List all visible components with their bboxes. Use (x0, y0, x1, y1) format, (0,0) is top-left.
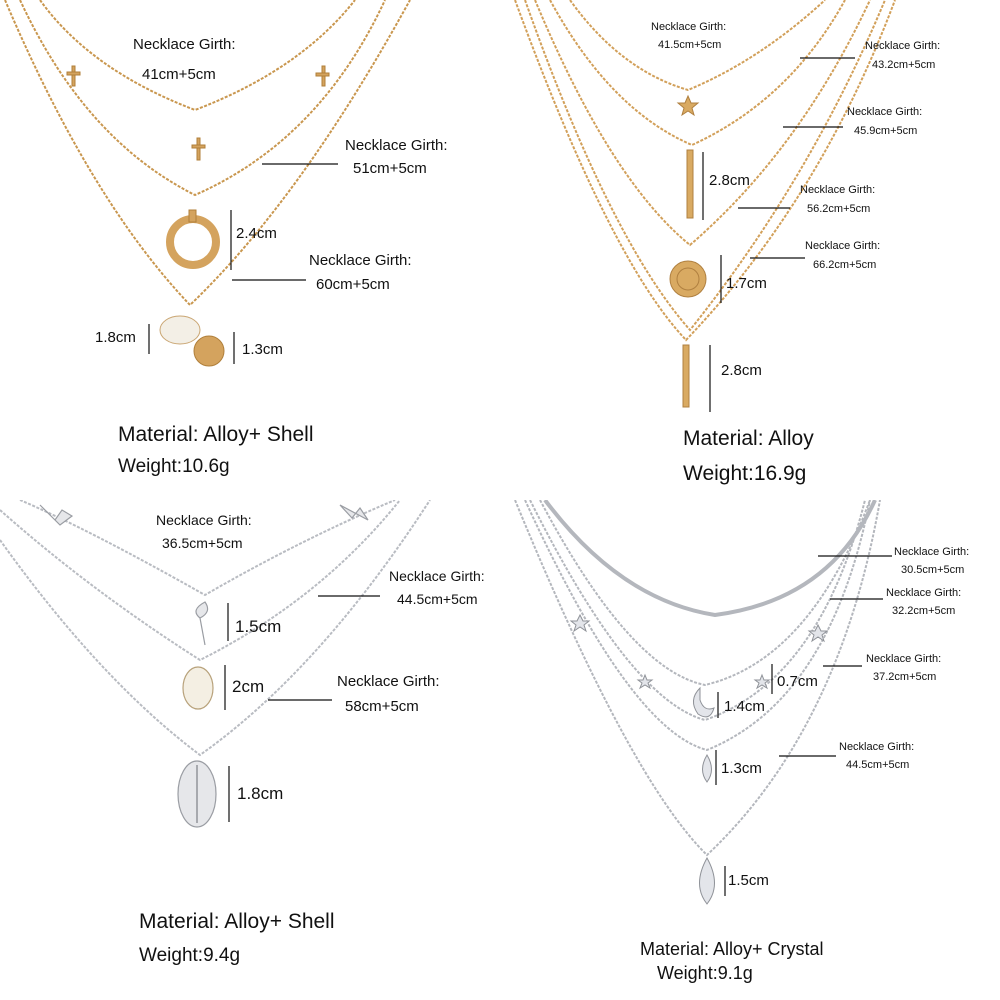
girth-value-layer-1: 30.5cm+5cm (901, 564, 965, 576)
girth-label-layer-2: Necklace Girth: (345, 137, 448, 154)
coin-medallion (669, 260, 707, 298)
panel-gold-five-layer: Necklace Girth: 41.5cm+5cm Necklace Girt… (500, 0, 1000, 500)
girth-value-layer-3: 45.9cm+5cm (854, 125, 918, 137)
star-charm (676, 94, 700, 117)
girth-label-layer-2: Necklace Girth: (865, 40, 941, 52)
weight-text: Weight:10.6g (118, 456, 230, 477)
girth-label-layer-3: Necklace Girth: (847, 106, 923, 118)
palm-charm-corner-left (39, 504, 74, 526)
panel-gold-three-layer: Necklace Girth: 41cm+5cm Necklace Girth:… (0, 0, 500, 500)
necklace-photo-silver-three-layer (0, 500, 431, 828)
bar-pendant-lower (682, 344, 690, 408)
panel-silver-crystal-four-layer: Necklace Girth: 30.5cm+5cm Necklace Girt… (500, 500, 1000, 1000)
girth-value-layer-3: 60cm+5cm (316, 276, 390, 293)
girth-label-layer-3: Necklace Girth: (337, 673, 440, 690)
chain-layer-3 (4, 0, 411, 307)
girth-label-layer-1: Necklace Girth: (651, 21, 727, 33)
bar-lower-size: 2.8cm (721, 362, 762, 379)
material-text: Material: Alloy+ Shell (139, 910, 335, 933)
weight-text: Weight:9.4g (139, 945, 241, 966)
sparkle-charm-left (636, 673, 654, 690)
crystal-teardrop-small (702, 754, 712, 783)
bar-upper-size: 2.8cm (709, 172, 750, 189)
girth-label-layer-3: Necklace Girth: (309, 252, 412, 269)
chain-layer-3 (529, 500, 866, 722)
choker-bar (543, 500, 877, 618)
sparkle-charm-size: 0.7cm (777, 673, 818, 690)
girth-value-layer-3: 58cm+5cm (345, 698, 419, 715)
ring-pendant (166, 215, 220, 269)
chain-layer-2 (549, 0, 846, 147)
chain-layer-3 (534, 0, 871, 247)
sparkle-charm-right (753, 673, 771, 690)
chain-layer-2 (0, 500, 401, 662)
moon-charm-size: 1.4cm (724, 698, 765, 715)
panel-silver-three-layer: Necklace Girth: 36.5cm+5cm Necklace Girt… (0, 500, 500, 1000)
chain-layer-5 (514, 500, 881, 857)
girth-label-layer-3: Necklace Girth: (866, 653, 942, 665)
girth-value-layer-4: 56.2cm+5cm (807, 203, 871, 215)
girth-label-layer-1: Necklace Girth: (156, 512, 252, 528)
girth-value-layer-2: 32.2cm+5cm (892, 605, 956, 617)
palm-charm-corner-right (339, 504, 369, 521)
chain-layer-2 (539, 500, 871, 687)
girth-value-layer-2: 43.2cm+5cm (872, 59, 936, 71)
girth-label-layer-4: Necklace Girth: (800, 184, 876, 196)
crescent-moon-charm (693, 686, 715, 718)
medallion-size: 1.7cm (726, 275, 767, 292)
disc-size: 1.3cm (242, 341, 283, 358)
material-text: Material: Alloy (683, 427, 814, 450)
chain-layer-1 (569, 0, 826, 92)
girth-value-layer-1: 36.5cm+5cm (162, 535, 243, 551)
girth-label-layer-2: Necklace Girth: (886, 587, 962, 599)
chain-layer-1 (39, 0, 356, 112)
girth-value-layer-2: 44.5cm+5cm (397, 591, 478, 607)
girth-label-layer-2: Necklace Girth: (389, 568, 485, 584)
material-text: Material: Alloy+ Crystal (640, 939, 824, 959)
shell-size: 1.8cm (95, 329, 136, 346)
girth-value-layer-4: 44.5cm+5cm (846, 759, 910, 771)
crystal-teardrop-large (699, 856, 715, 905)
weight-text: Weight:16.9g (683, 462, 807, 485)
cross-charm-center (196, 137, 201, 161)
bar-pendant-upper (686, 149, 694, 219)
ring-bail (188, 209, 197, 223)
girth-value-layer-2: 51cm+5cm (353, 160, 427, 177)
star-charm-right (807, 623, 829, 643)
girth-value-layer-3: 37.2cm+5cm (873, 671, 937, 683)
girth-label-layer-4: Necklace Girth: (839, 741, 915, 753)
necklace-photo-silver-crystal (514, 500, 892, 905)
cross-charm-left (71, 65, 76, 87)
weight-text: Weight:9.1g (657, 963, 753, 983)
girth-value-layer-1: 41cm+5cm (142, 66, 216, 83)
necklace-photo-gold-five-layer (514, 0, 896, 412)
girth-value-layer-1: 41.5cm+5cm (658, 39, 722, 51)
star-charm-left (569, 613, 591, 633)
cowrie-shell-charm (159, 315, 201, 345)
ring-size: 2.4cm (236, 225, 277, 242)
disc-charm (193, 335, 225, 367)
chain-layer-4 (524, 0, 886, 332)
chain-layer-2 (19, 0, 386, 197)
material-text: Material: Alloy+ Shell (118, 423, 314, 446)
chain-layer-1 (19, 500, 396, 597)
necklace-photo-gold-three-layer (4, 0, 411, 367)
girth-label-layer-1: Necklace Girth: (894, 546, 970, 558)
shell-charm-size: 2cm (232, 677, 265, 696)
girth-label-layer-5: Necklace Girth: (805, 240, 881, 252)
silver-shell-size: 1.8cm (237, 784, 284, 803)
girth-label-layer-1: Necklace Girth: (133, 36, 236, 53)
chain-layer-5 (514, 0, 896, 342)
large-teardrop-size: 1.5cm (728, 872, 769, 889)
palm-charm-size: 1.5cm (235, 617, 282, 636)
girth-value-layer-5: 66.2cm+5cm (813, 259, 877, 271)
cowrie-shell-charm (182, 666, 214, 710)
palm-tree-charm (195, 601, 209, 646)
small-teardrop-size: 1.3cm (721, 760, 762, 777)
